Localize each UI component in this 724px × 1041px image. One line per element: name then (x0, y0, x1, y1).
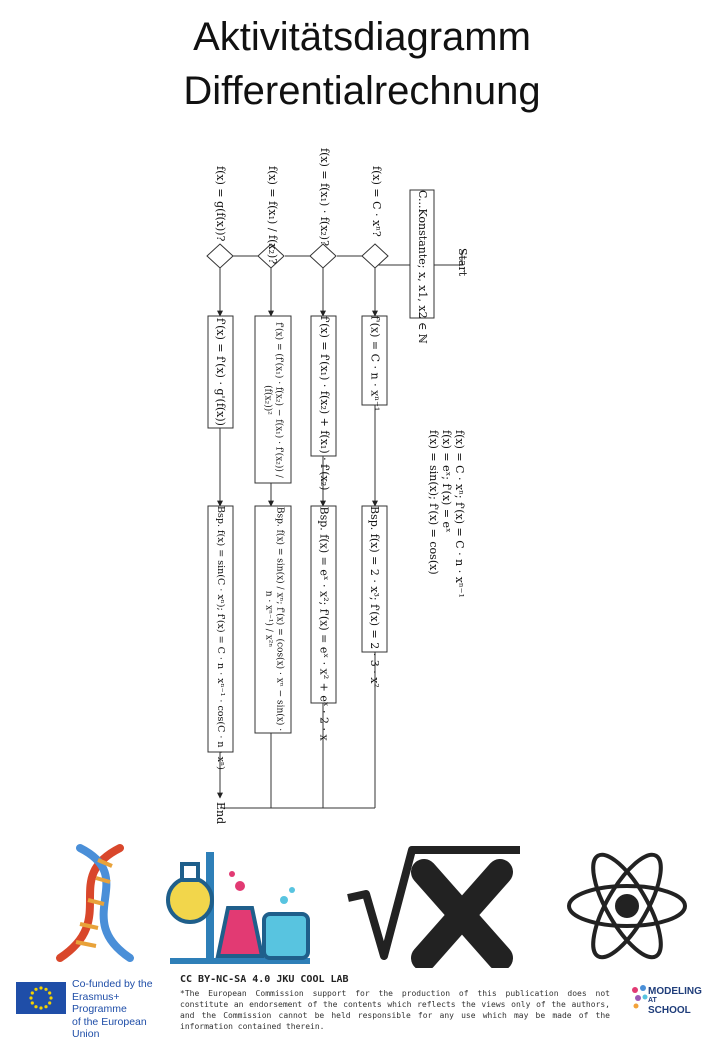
derivative-label-1: f'(x) = C · n · xⁿ⁻¹ (368, 315, 382, 412)
decision-diamond-2 (309, 243, 337, 269)
example-label-2: Bsp. f(x) = eˣ · x²; f'(x) = eˣ · x² + e… (317, 506, 331, 741)
start-label: Start (456, 248, 469, 277)
end-label: End (214, 802, 227, 825)
page-title-line-1: Aktivitätsdiagramm (193, 15, 531, 59)
example-label-3: Bsp. f(x) = sin(x) / xⁿ; f'(x) = (cos(x)… (263, 506, 285, 732)
condition-label-1: f(x) = C · xⁿ? (370, 166, 383, 237)
derivative-label-2: f'(x) = f'(x₁) · f(x₂) + f(x₁) · f'(x₂) (318, 316, 331, 491)
example-box-2 (310, 505, 337, 704)
atom-icon (567, 852, 687, 960)
diagram-lines (206, 189, 463, 809)
derivative-box-1 (361, 315, 388, 406)
constants-label: C...Konstante; x, x1, x2 ∈ ℕ (416, 190, 429, 344)
rules-note-3: f(x) = sin(x); f'(x) = cos(x) (427, 430, 440, 575)
condition-label-2: f(x) = f(x₁) · f(x₂)? (318, 148, 331, 246)
example-box-3 (254, 505, 292, 734)
decision-diamond-4 (206, 243, 234, 269)
dna-icon (56, 844, 134, 962)
license-text: CC BY-NC-SA 4.0 JKU COOL LAB (180, 974, 349, 985)
example-box-1 (361, 505, 388, 653)
condition-label-3: f(x) = f(x₁) / f(x₂)? (266, 166, 279, 265)
chemistry-flasks-icon (166, 852, 310, 964)
derivative-label-3: f'(x) = (f'(x₁) · f(x₂) − f(x₁) · f'(x₂)… (262, 322, 284, 478)
square-root-x-icon (347, 846, 520, 968)
derivative-box-4 (207, 315, 234, 429)
logo-text-3: SCHOOL (648, 1005, 691, 1016)
eu-text-line-1: Co-funded by the (72, 978, 153, 990)
eu-text-line-3: of the European Union (72, 1015, 147, 1041)
derivative-box-3 (254, 315, 292, 484)
logo-text-1: MODELING (648, 986, 702, 997)
logo-dots-icon (632, 985, 648, 1009)
page-title-line-2: Differentialrechnung (183, 69, 541, 113)
eu-funding-logo: Co-funded by the Erasmus+ Programme of t… (14, 978, 174, 1040)
example-box-4 (207, 505, 234, 753)
rules-note-1: f(x) = C · xⁿ; f'(x) = C · n · xⁿ⁻¹ (453, 430, 466, 598)
example-label-4: Bsp. f(x) = sin(C · xⁿ); f'(x) = C · n ·… (215, 506, 226, 770)
example-label-1: Bsp. f(x) = 2 · x³; f'(x) = 2 · 3 · x² (368, 506, 381, 688)
rules-note-2: f(x) = eˣ; f'(x) = eˣ (440, 430, 453, 533)
decision-diamond-3 (257, 243, 285, 269)
condition-label-4: f(x) = g(f(x))? (214, 166, 227, 242)
eu-flag-icon (16, 982, 66, 1014)
eu-text-line-2: Erasmus+ Programme (72, 990, 127, 1016)
disclaimer-text: *The European Commission support for the… (180, 989, 610, 1031)
constants-box (409, 189, 435, 319)
derivative-label-4: f'(x) = f'(x) · g'(f(x)) (214, 318, 227, 426)
activity-diagram: Start End C...Konstante; x, x1, x2 ∈ ℕ f… (0, 140, 724, 824)
icon-row (56, 844, 687, 968)
modeling-at-school-logo: MODELING AT SCHOOL (630, 978, 714, 1018)
logo-text-2: AT (648, 997, 657, 1004)
derivative-box-2 (310, 315, 337, 457)
decision-diamond-1 (361, 243, 389, 269)
